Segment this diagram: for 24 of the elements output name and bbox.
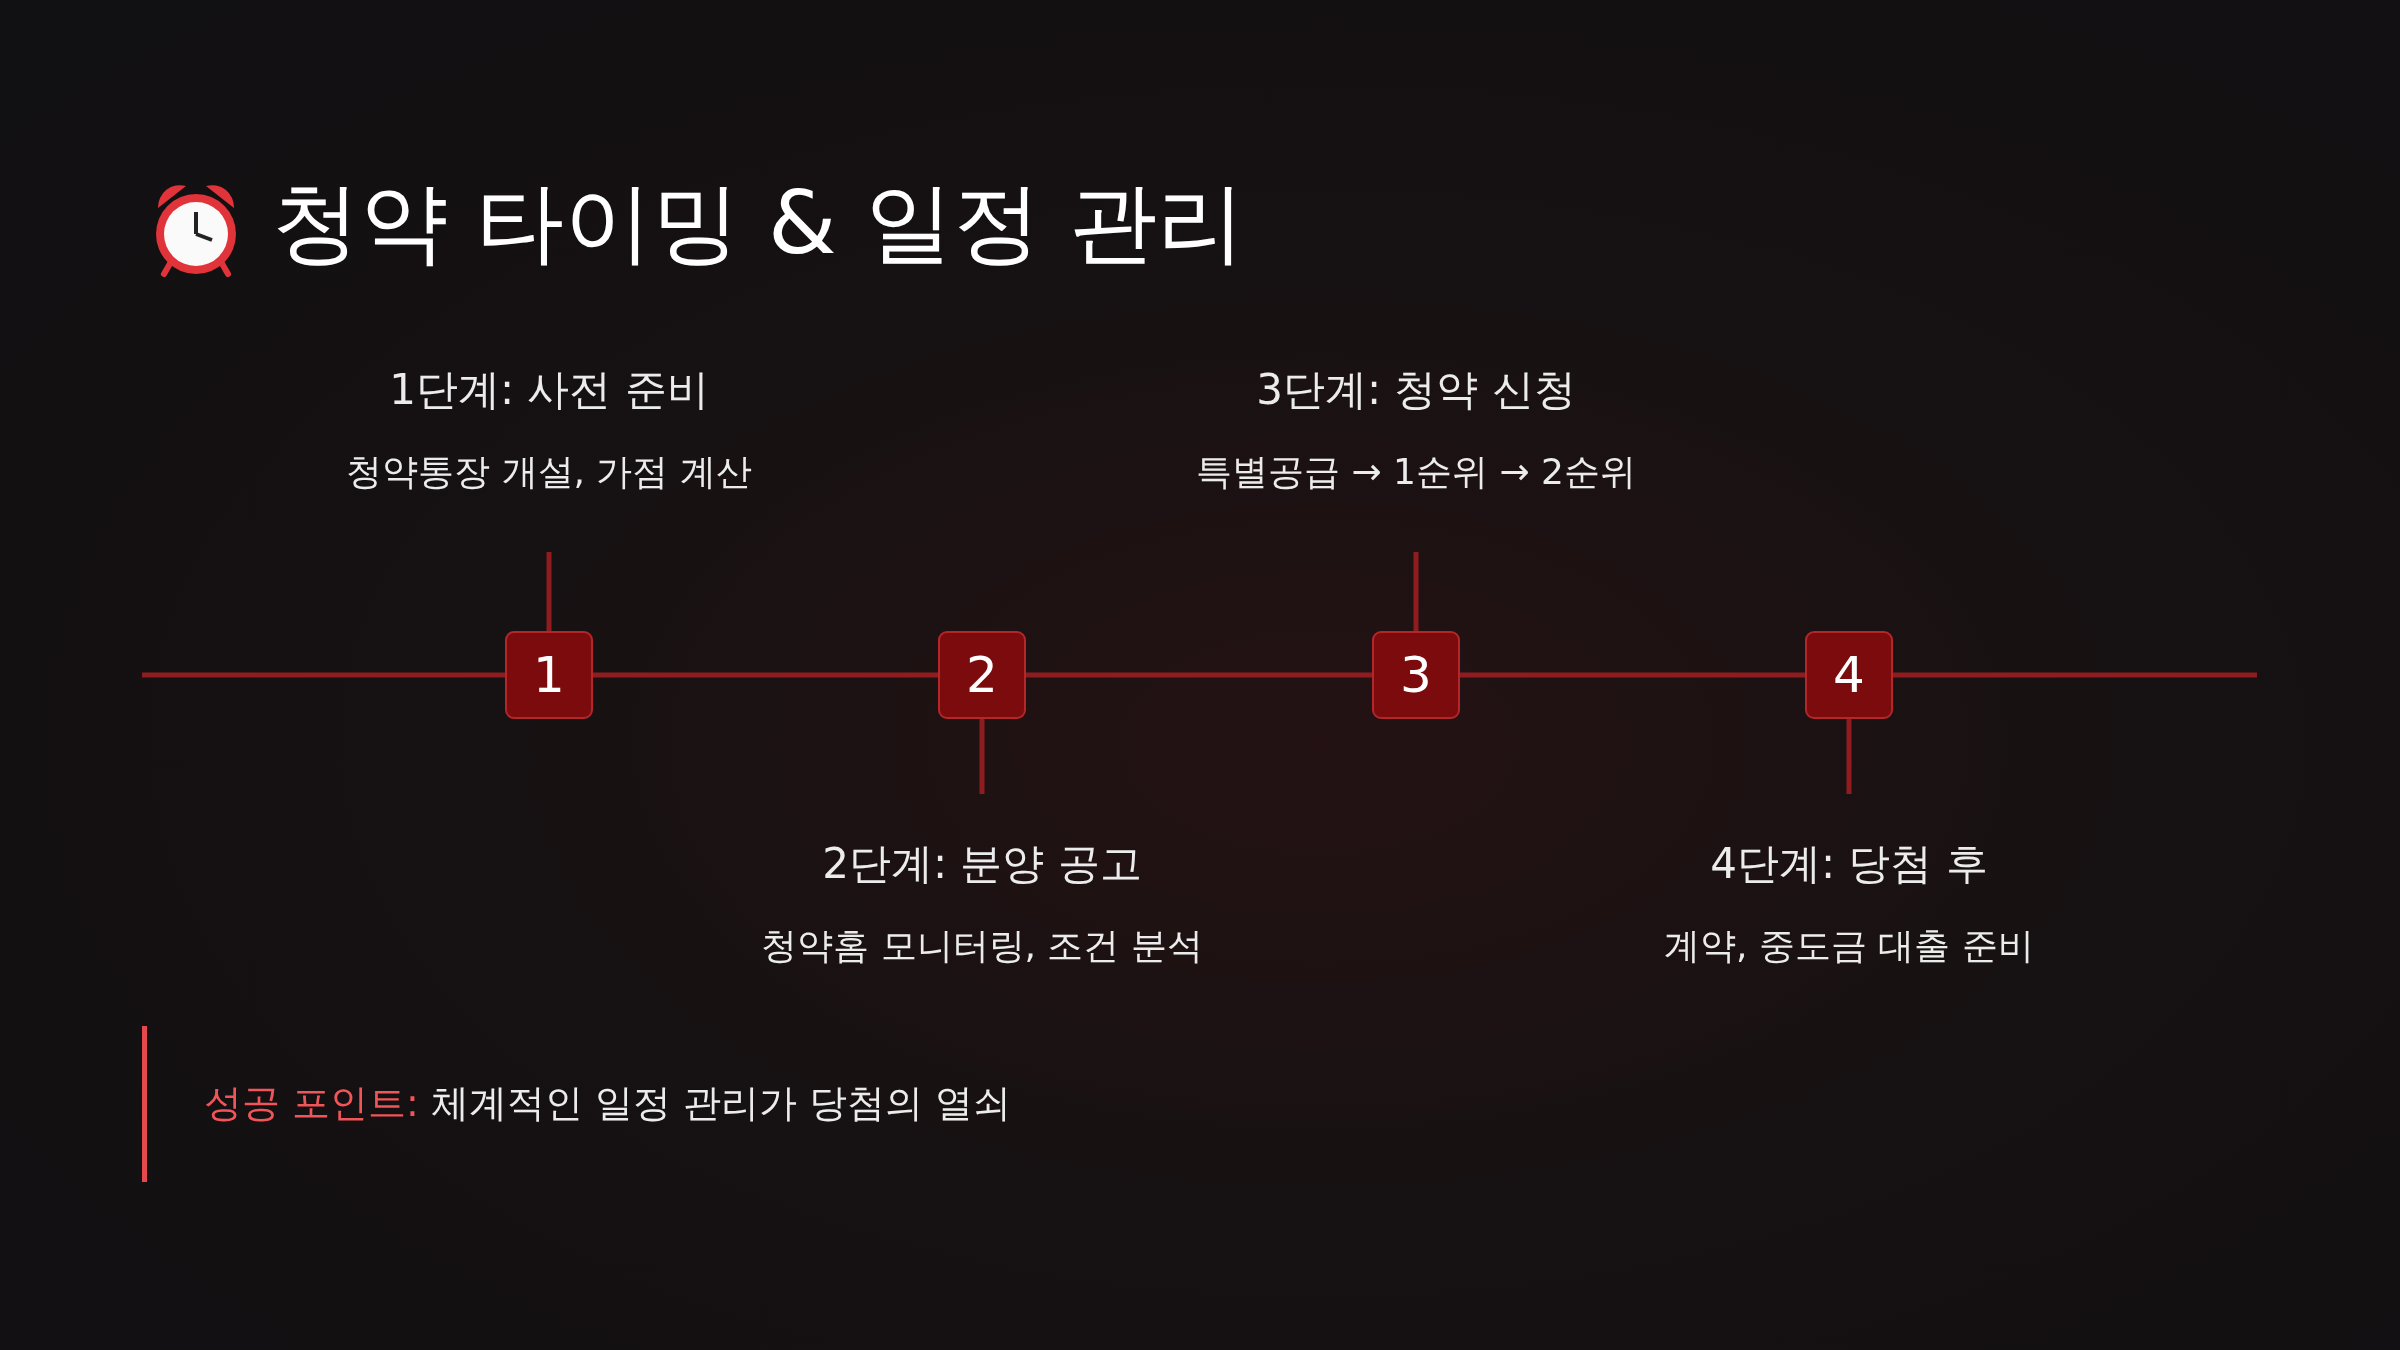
timeline-line: [142, 672, 505, 678]
stage-heading: 4단계: 당첨 후: [1710, 838, 1988, 890]
timeline-line: [593, 672, 938, 678]
timeline-line: [1460, 672, 1805, 678]
step-number-box: 4: [1805, 631, 1893, 719]
stage-heading: 1단계: 사전 준비: [389, 364, 709, 416]
stage-description: 청약통장 개설, 가점 계산: [346, 450, 752, 494]
step-number-box: 2: [938, 631, 1026, 719]
connector-line: [546, 552, 552, 631]
timeline-line: [1893, 672, 2257, 678]
stage-heading: 2단계: 분양 공고: [822, 838, 1142, 890]
stage-heading: 3단계: 청약 신청: [1256, 364, 1576, 416]
stage-description: 청약홈 모니터링, 조건 분석: [761, 924, 1203, 968]
stage-description: 계약, 중도금 대출 준비: [1664, 924, 2034, 968]
step-number-box: 3: [1372, 631, 1460, 719]
title: 청약 타이밍 & 일정 관리: [272, 170, 1245, 276]
step-number-box: 1: [505, 631, 593, 719]
connector-line: [979, 719, 985, 794]
connector-line: [1846, 719, 1852, 794]
stage-description: 특별공급 → 1순위 → 2순위: [1196, 450, 1636, 494]
callout-highlight: 성공 포인트:: [204, 1081, 419, 1125]
callout-text: 체계적인 일정 관리가 당첨의 열쇠: [431, 1081, 1012, 1125]
connector-line: [1413, 552, 1419, 631]
timeline-line: [1026, 672, 1372, 678]
